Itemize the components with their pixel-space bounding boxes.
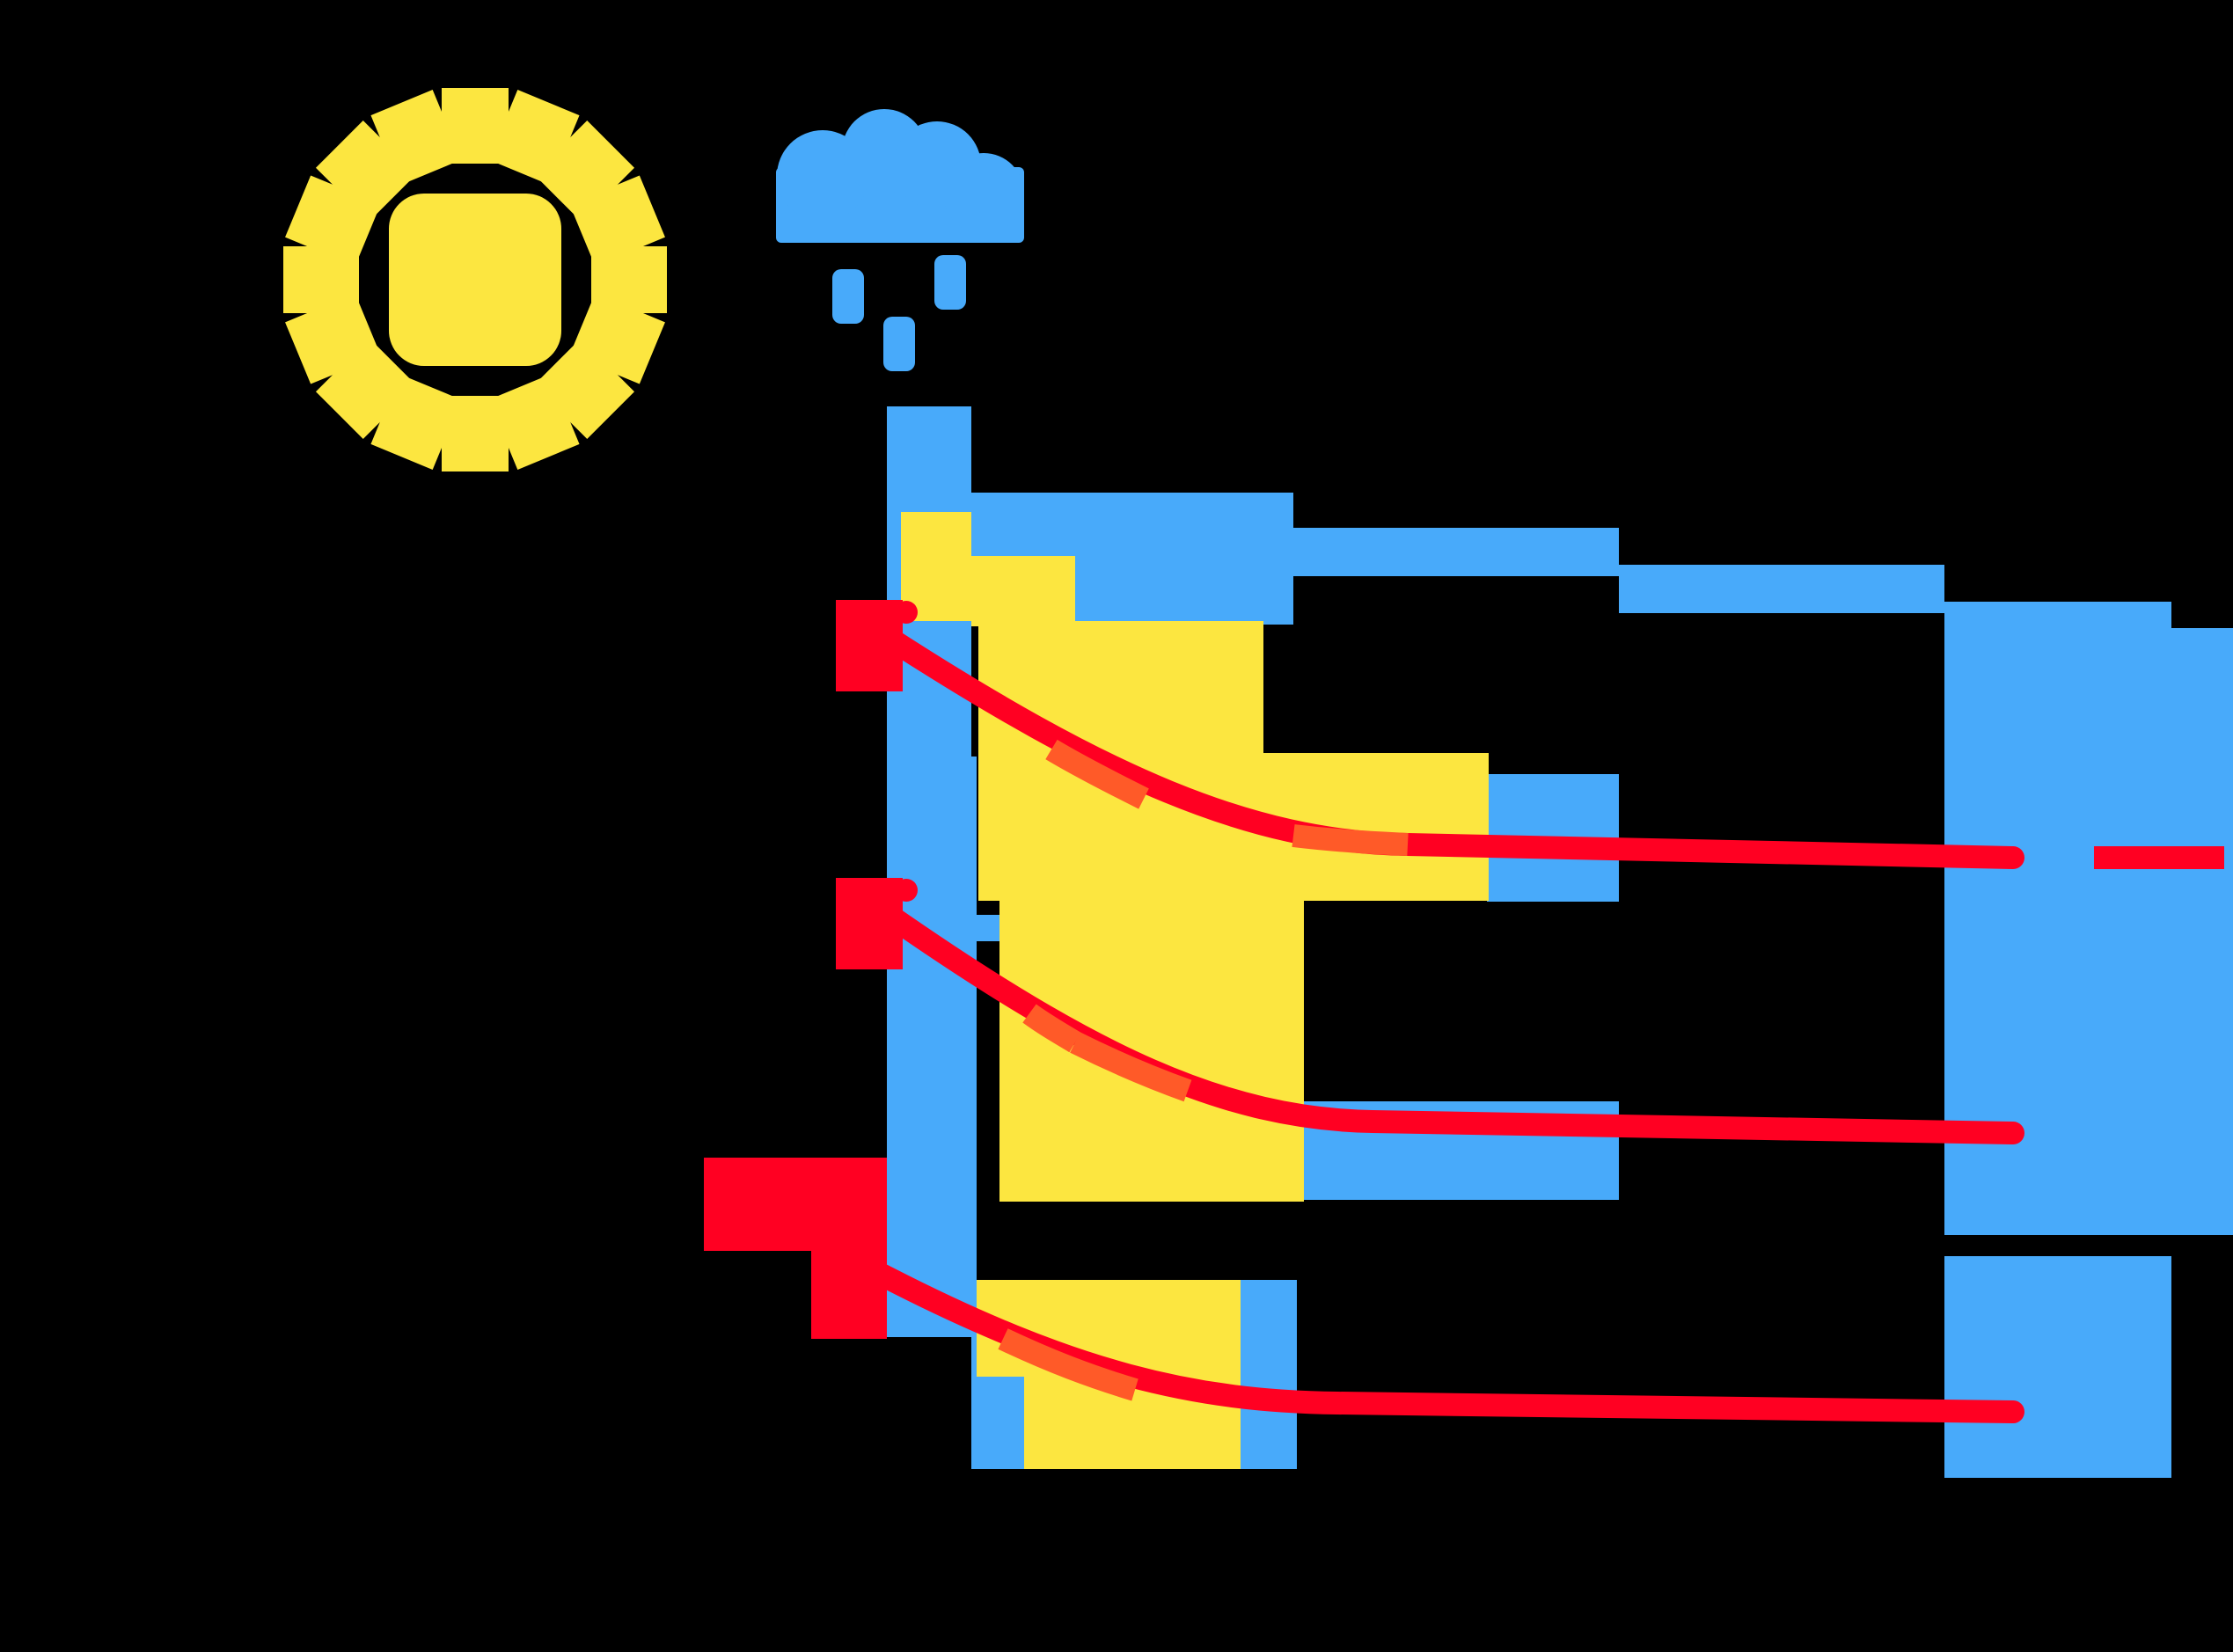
sun-ray (315, 120, 417, 222)
arrowhead (836, 600, 903, 691)
arrow-overlap (1022, 1004, 1081, 1053)
rain-cloud-icon (776, 109, 1024, 371)
sun-ray (370, 90, 462, 186)
sun-disc (389, 194, 561, 366)
rain-ticks (971, 757, 977, 1469)
sun-step (971, 556, 1075, 626)
sun-ray (569, 175, 665, 267)
raindrop (883, 317, 915, 371)
sun-ray (283, 246, 359, 313)
arrow-overlap (998, 1328, 1138, 1401)
arrows (704, 600, 2224, 1423)
rain-step (2171, 628, 2233, 1235)
arrowhead-tip (895, 879, 918, 902)
arrow-middle (836, 878, 2024, 1144)
sun-ray (591, 246, 667, 313)
arrow-tail (2094, 846, 2224, 869)
sun-ray (488, 374, 580, 470)
arrow-overlap (1292, 824, 1409, 856)
arrow-top (836, 600, 2224, 869)
sun-icon (283, 88, 667, 471)
raindrop (934, 255, 966, 310)
arrowhead-tip (895, 601, 918, 624)
arrow-bottom (704, 1158, 2024, 1423)
cloud-puff (943, 153, 1024, 234)
sun-ray (533, 120, 635, 222)
arrowhead (811, 1232, 887, 1339)
arrow-line (868, 1262, 2024, 1423)
sun-region (901, 512, 1489, 1469)
rain-step (1293, 528, 1619, 576)
sun-step (999, 885, 1304, 1202)
sun-ray (285, 293, 381, 384)
sun-ray (533, 338, 635, 440)
sun-ray (315, 338, 417, 440)
arrowhead (836, 878, 903, 969)
rain-step (1619, 565, 1944, 613)
arrow-overlap (1070, 1032, 1192, 1102)
rain-band (1944, 1256, 2171, 1478)
raindrop (832, 269, 864, 324)
arrow-overlap (1045, 739, 1149, 809)
